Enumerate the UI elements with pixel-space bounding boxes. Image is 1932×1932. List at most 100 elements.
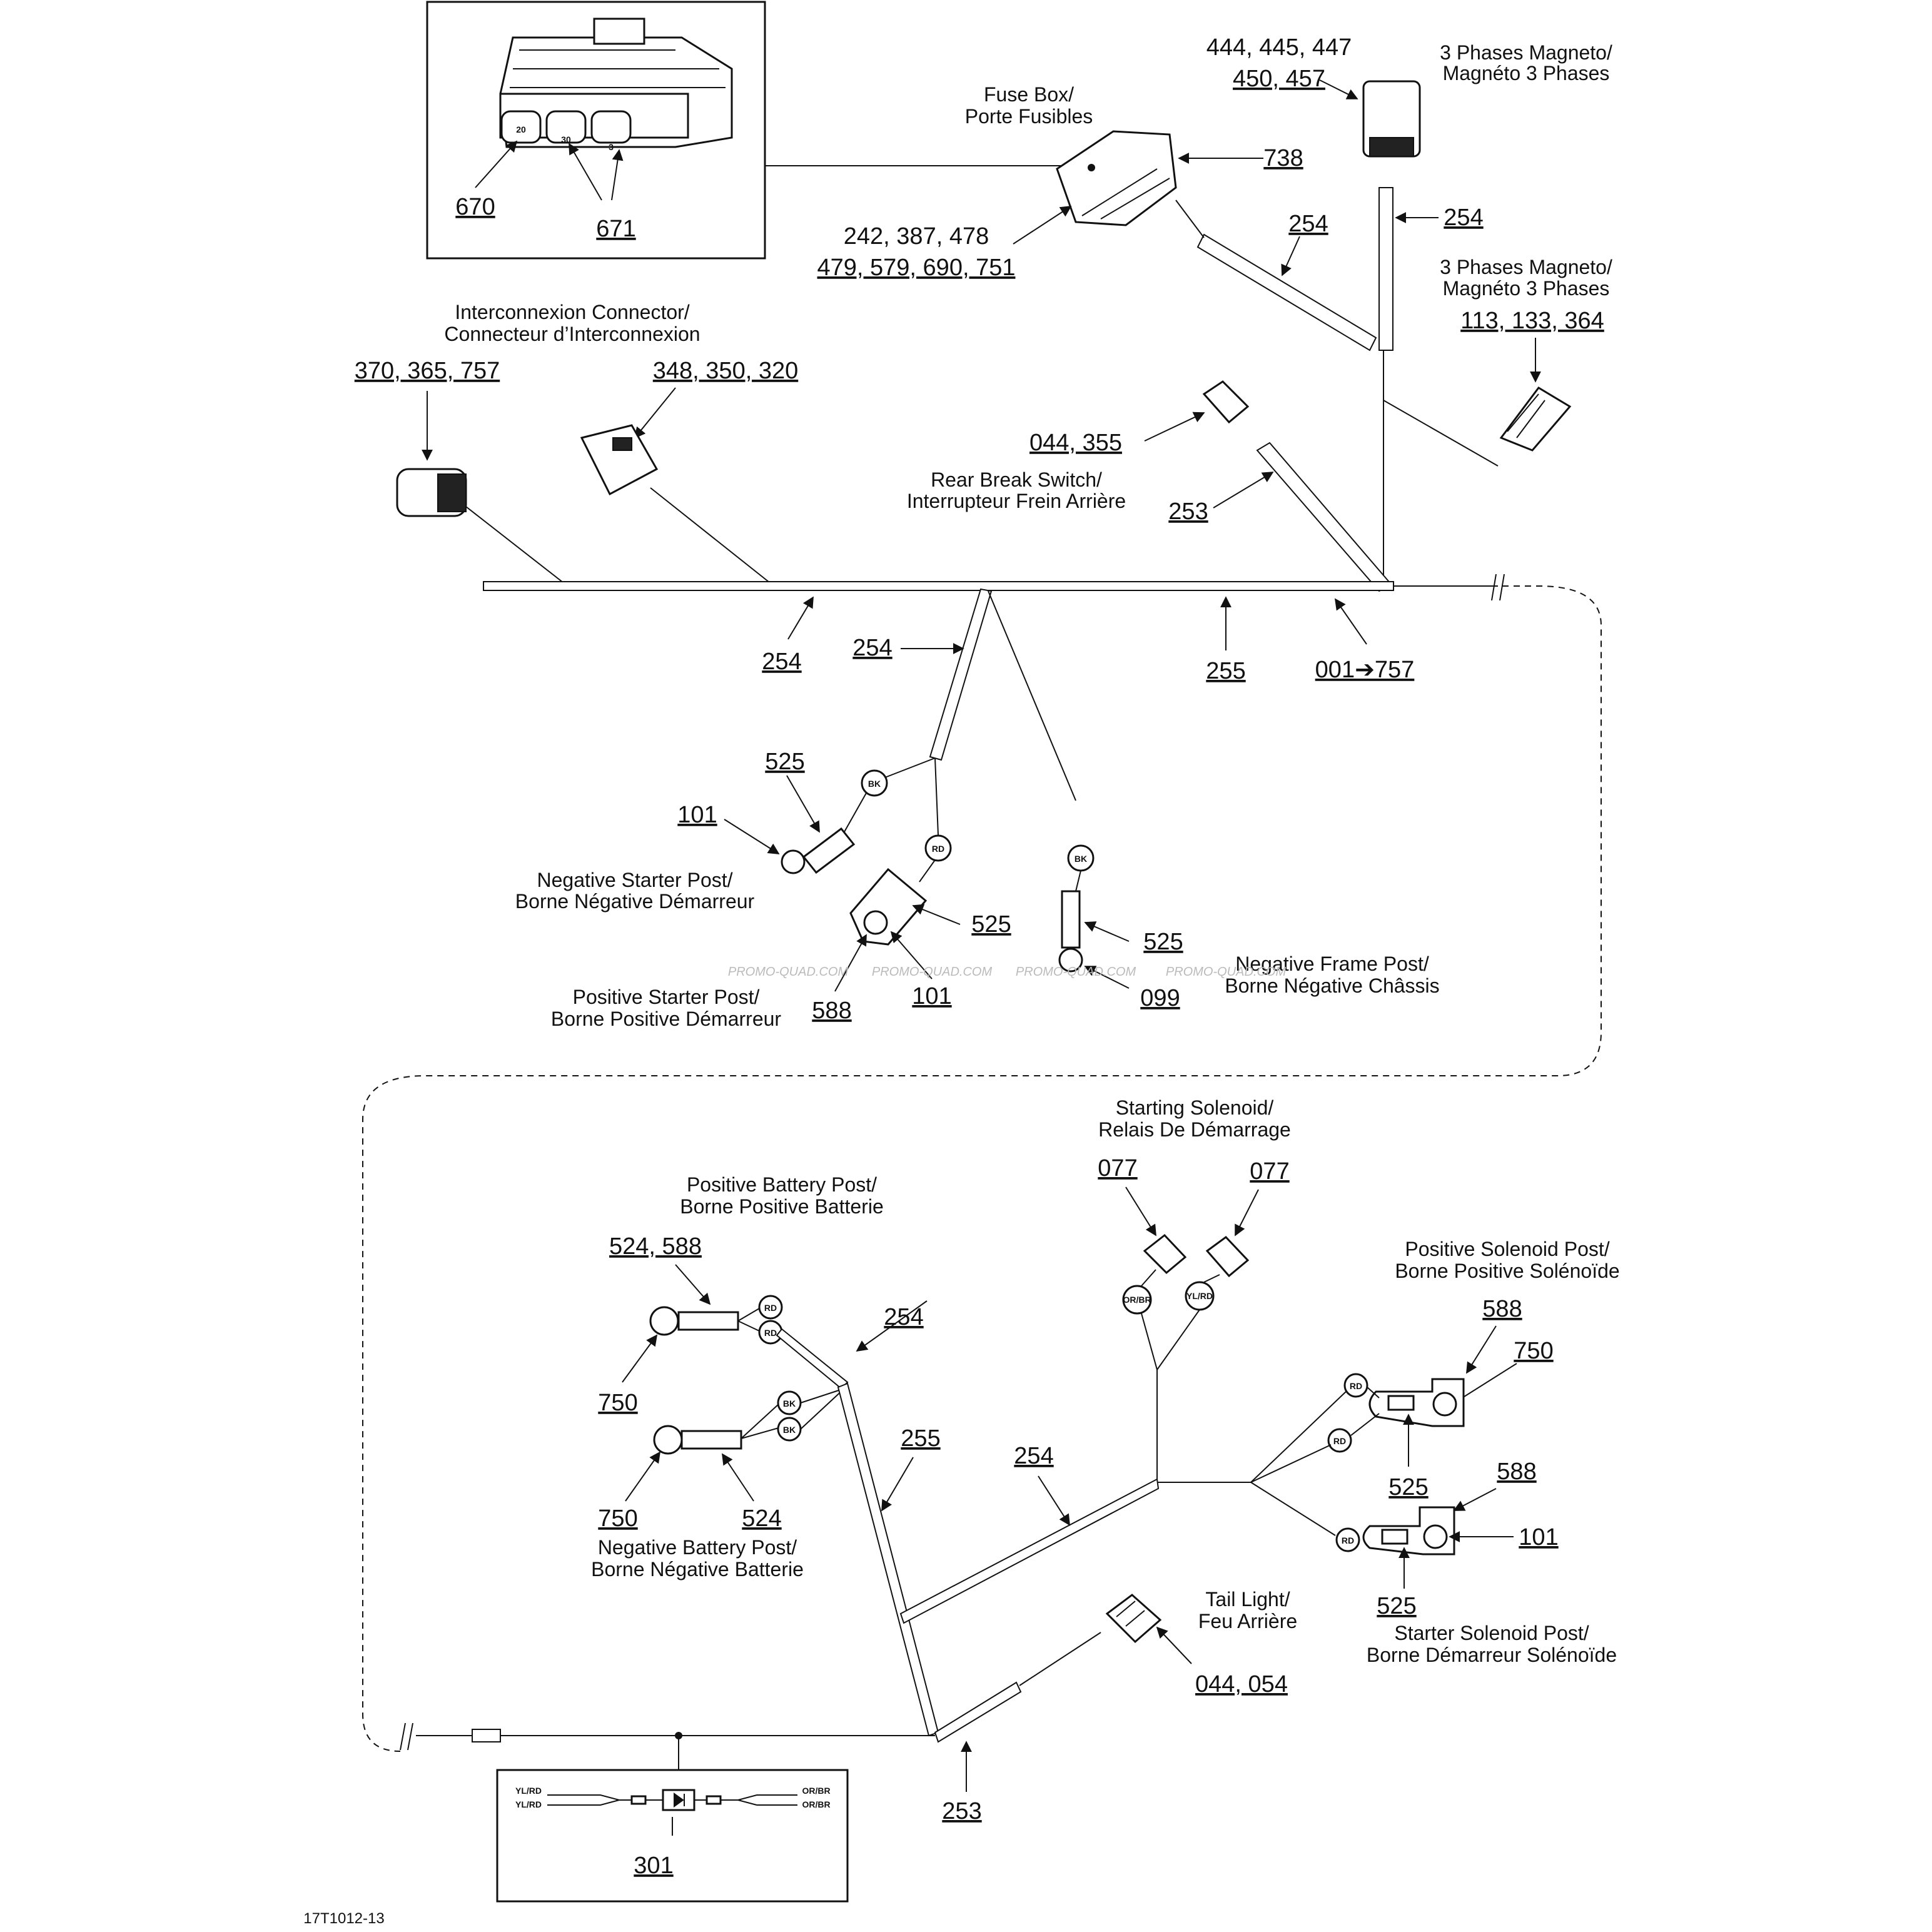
pos-solenoid-label-fr: Borne Positive Solénoïde <box>1395 1260 1619 1282</box>
magneto1-parts-1: 444, 445, 447 <box>1206 34 1352 61</box>
negative-frame-post: BK 525 099 Negative Frame Post/ Borne Né… <box>1058 844 1440 1011</box>
starting-solenoid-label-en: Starting Solenoid/ <box>1116 1096 1274 1119</box>
magneto1-parts-2: 450, 457 <box>1233 66 1325 92</box>
ref-starting-solenoid-077-a: 077 <box>1098 1155 1137 1181</box>
neg-frame-label-fr: Borne Négative Châssis <box>1225 974 1439 997</box>
interconnexion-connector: Interconnexion Connector/ Connecteur d’I… <box>355 301 798 517</box>
svg-text:BK: BK <box>783 1425 796 1435</box>
neg-frame-terminal-icon <box>1061 890 1081 949</box>
svg-text:YL/RD: YL/RD <box>1186 1291 1213 1301</box>
magneto2-label-en: 3 Phases Magneto/ <box>1440 256 1612 278</box>
drawing-code: 17T1012-13 <box>303 1910 384 1927</box>
inset-wire-r1: OR/BR <box>802 1786 830 1796</box>
ref-neg-battery-524: 524 <box>742 1505 781 1532</box>
tail-light-label-en: Tail Light/ <box>1205 1588 1290 1611</box>
fuse-box: Fuse Box/ Porte Fusibles 738 242, 387, 4… <box>817 83 1303 281</box>
svg-text:PROMO-QUAD.COM: PROMO-QUAD.COM <box>728 965 849 979</box>
ref-301: 301 <box>634 1853 673 1879</box>
magneto1-label-en: 3 Phases Magneto/ <box>1440 41 1612 64</box>
svg-text:RD: RD <box>1342 1535 1354 1545</box>
ref-pos-starter-101: 101 <box>912 983 951 1009</box>
magneto2-parts: 113, 133, 364 <box>1460 308 1604 334</box>
ref-lower-254-a: 254 <box>884 1304 923 1330</box>
tail-light-connector-icon <box>1105 1594 1162 1644</box>
inset-wire-l2: YL/RD <box>515 1799 542 1809</box>
inset-fuse-detail: 20 30 3 670 671 <box>426 1 766 260</box>
fuse-label-30: 30 <box>561 134 571 144</box>
interconnexion-parts-right: 348, 350, 320 <box>653 358 798 384</box>
starter-solenoid-post: 588 RD 101 525 Starter Solenoid Post/ Bo… <box>1335 1459 1617 1666</box>
pos-starter-label-en: Positive Starter Post/ <box>573 986 760 1008</box>
svg-text:PROMO-QUAD.COM: PROMO-QUAD.COM <box>1016 965 1136 979</box>
magneto2-label-fr: Magnéto 3 Phases <box>1443 277 1610 300</box>
rear-brake-switch: 044, 355 Rear Break Switch/ Interrupteur… <box>907 380 1393 592</box>
rear-brake-label-fr: Interrupteur Frein Arrière <box>907 490 1126 512</box>
ref-upper-main: 001➔757 <box>1315 657 1415 683</box>
starting-solenoid-connector-b <box>1205 1236 1250 1278</box>
pos-battery-parts: 524, 588 <box>609 1233 702 1260</box>
ref-magneto1-tube-254: 254 <box>1444 205 1483 231</box>
rear-brake-label-en: Rear Break Switch/ <box>931 468 1102 491</box>
svg-text:OR/BR: OR/BR <box>1123 1295 1151 1305</box>
rear-brake-tube <box>1256 442 1393 592</box>
ref-lower-255: 255 <box>901 1425 940 1452</box>
tail-light-label-fr: Feu Arrière <box>1198 1610 1297 1632</box>
ref-lower-253: 253 <box>942 1798 981 1824</box>
pos-starter-terminal-icon <box>849 867 928 946</box>
svg-text:BK: BK <box>868 779 881 789</box>
starting-solenoid-connector-a <box>1143 1233 1187 1275</box>
wire-color-rd-5 <box>1327 1428 1352 1453</box>
fuse-tube <box>1196 233 1377 352</box>
lower-branch-254 <box>899 1478 1160 1624</box>
ref-pos-battery-750: 750 <box>598 1390 637 1416</box>
svg-text:PROMO-QUAD.COM: PROMO-QUAD.COM <box>872 965 993 979</box>
magneto-2: 3 Phases Magneto/ Magnéto 3 Phases 113, … <box>1440 256 1612 452</box>
tail-light-parts: 044, 054 <box>1195 1671 1288 1697</box>
negative-battery-post: BK BK 750 524 Negative Battery Post/ Bor… <box>591 1388 845 1580</box>
ref-670: 670 <box>455 194 495 220</box>
magneto1-label-fr: Magnéto 3 Phases <box>1443 62 1610 84</box>
wire-color-rd-6 <box>1335 1527 1360 1552</box>
fuse-box-parts-2: 479, 579, 690, 751 <box>817 255 1016 281</box>
positive-solenoid-post: Positive Solenoid Post/ Borne Positive S… <box>1327 1238 1620 1500</box>
neg-starter-label-en: Negative Starter Post/ <box>537 869 732 891</box>
inset-wire-l1: YL/RD <box>515 1786 542 1796</box>
lower-harness <box>400 1328 1160 1770</box>
ref-671: 671 <box>596 216 635 242</box>
ref-neg-starter-101: 101 <box>677 802 717 828</box>
rear-brake-parts: 044, 355 <box>1029 430 1122 456</box>
fuse-box-label-en: Fuse Box/ <box>984 83 1074 106</box>
negative-starter-post: BK 525 101 Negative Starter Post/ Borne … <box>515 749 888 913</box>
wire-color-or-br <box>1122 1285 1152 1315</box>
ref-pos-starter-525: 525 <box>971 911 1011 938</box>
wire-color-bk-1 <box>861 769 888 797</box>
wire-color-rd-1 <box>924 834 952 862</box>
ref-starting-solenoid-077-b: 077 <box>1250 1158 1289 1185</box>
ref-neg-starter-525: 525 <box>765 749 804 775</box>
fuse-label-3: 3 <box>609 142 614 152</box>
ref-upper-255: 255 <box>1206 658 1245 684</box>
magneto-1: 444, 445, 447 450, 457 3 Phases Magneto/… <box>1206 34 1612 351</box>
ref-starter-solenoid-101: 101 <box>1519 1524 1558 1550</box>
rear-brake-connector-icon <box>1202 380 1250 424</box>
ref-fuse-tube-254: 254 <box>1288 211 1328 237</box>
wire-color-rd-2 <box>758 1295 783 1320</box>
neg-starter-label-fr: Borne Négative Démarreur <box>515 890 755 913</box>
starting-solenoid-label-fr: Relais De Démarrage <box>1098 1118 1291 1141</box>
ref-starter-solenoid-588: 588 <box>1497 1459 1536 1485</box>
starter-solenoid-label-fr: Borne Démarreur Solénoïde <box>1367 1644 1617 1666</box>
magneto1-tube <box>1378 187 1393 351</box>
neg-frame-label-en: Negative Frame Post/ <box>1235 953 1429 975</box>
ref-pos-solenoid-525: 525 <box>1388 1474 1428 1500</box>
svg-text:RD: RD <box>932 844 944 854</box>
interconnexion-label-fr: Connecteur d’Interconnexion <box>444 323 700 345</box>
fuse-block-drawing: 20 30 3 <box>499 18 733 152</box>
fuse-box-icon <box>1056 130 1177 226</box>
svg-text:BK: BK <box>1075 854 1087 864</box>
neg-starter-ring-terminal <box>781 849 806 874</box>
wire-color-rd-4 <box>1343 1373 1368 1398</box>
positive-battery-post: Positive Battery Post/ Borne Positive Ba… <box>598 1173 883 1416</box>
ref-pos-solenoid-750: 750 <box>1514 1338 1553 1364</box>
neg-battery-ring-terminal <box>653 1425 683 1455</box>
